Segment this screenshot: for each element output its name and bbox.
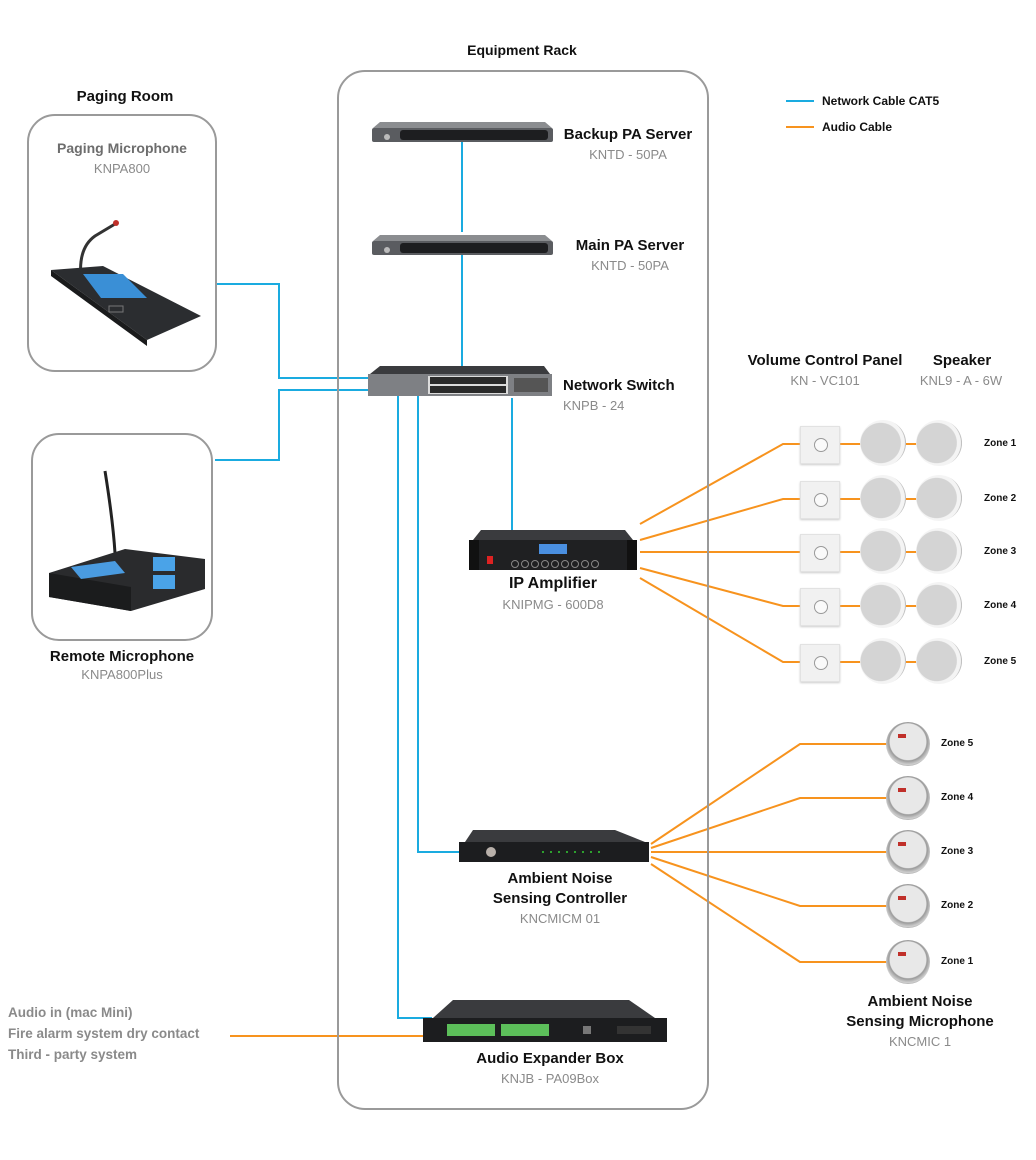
volume-control-panel-model: KN - VC101 [790,373,860,388]
equipment-rack-title: Equipment Rack [467,42,577,58]
speaker-image[interactable] [860,582,906,628]
audio-cable-mic-zone2 [650,856,887,907]
audio-cable-mic-zone4 [650,797,887,849]
noise-microphone-name-line2: Sensing Microphone [846,1013,994,1030]
zone-label: Zone 3 [984,546,1017,557]
ambient-noise-microphone-image[interactable] [886,940,930,984]
network-switch-model: KNPB - 24 [563,398,625,413]
paging-microphone-model: KNPA800 [93,161,151,176]
network-line-swatch [786,99,814,102]
main-pa-server-image[interactable] [370,229,555,257]
volume-control-panel-image[interactable] [800,534,840,572]
speaker-title: Speaker [932,352,992,369]
speaker-model: KNL9 - A - 6W [919,373,1003,388]
main-pa-server-name: Main PA Server [575,237,685,254]
backup-pa-server-name: Backup PA Server [563,126,693,143]
speaker-image[interactable] [860,528,906,574]
audio-cable-zone1 [639,443,800,525]
equipment-rack-frame [337,70,709,1110]
remote-microphone-card[interactable] [31,433,213,641]
main-pa-server-model: KNTD - 50PA [591,258,669,273]
paging-room-title: Paging Room [76,88,174,105]
audio-cable-zone2 [639,498,800,541]
ambient-noise-controller-name-line2: Sensing Controller [492,890,628,907]
network-switch-name: Network Switch [563,377,675,394]
ip-amplifier-model: KNIPMG - 600D8 [502,597,604,612]
speaker-image[interactable] [916,528,962,574]
volume-control-panel-title: Volume Control Panel [747,352,903,369]
audio-cable-zone5 [639,577,800,663]
ambient-noise-microphone-image[interactable] [886,722,930,766]
network-cable-switch-to-noise-controller [417,396,460,853]
zone-label: Zone 3 [941,846,974,857]
speaker-image[interactable] [860,420,906,466]
noise-microphone-model: KNCMIC 1 [888,1034,952,1049]
legend-label: Network Cable CAT5 [822,93,940,108]
legend-label: Audio Cable [822,119,893,134]
audio-expander-box-name: Audio Expander Box [476,1050,624,1067]
zone-label: Zone 1 [984,438,1017,449]
audio-expander-box-image[interactable] [419,998,671,1046]
volume-control-panel-image[interactable] [800,426,840,464]
audio-line-swatch [786,125,814,128]
zone-label: Zone 5 [984,656,1017,667]
volume-control-panel-image[interactable] [800,481,840,519]
paging-microphone-image [51,220,201,346]
ambient-noise-controller-model: KNCMICM 01 [519,911,601,926]
ambient-noise-controller-name-line1: Ambient Noise [507,870,613,887]
ambient-noise-controller-image[interactable] [455,828,655,866]
ambient-noise-microphone-image[interactable] [886,884,930,928]
speaker-image[interactable] [916,420,962,466]
zone-label: Zone 2 [941,900,974,911]
zone-label: Zone 4 [984,600,1017,611]
backup-pa-server-image[interactable] [370,116,555,144]
speaker-image[interactable] [860,475,906,521]
remote-microphone-model: KNPA800Plus [81,667,163,682]
speaker-image[interactable] [860,638,906,684]
backup-pa-server-model: KNTD - 50PA [589,147,667,162]
speaker-image[interactable] [916,582,962,628]
ambient-noise-microphone-image[interactable] [886,776,930,820]
paging-microphone-name: Paging Microphone [57,140,187,156]
zone-label: Zone 5 [941,738,974,749]
speaker-image[interactable] [916,638,962,684]
audio-cable-mic-zone1 [650,863,887,963]
remote-microphone-image [49,470,205,611]
zone-label: Zone 2 [984,493,1017,504]
audio-expander-box-model: KNJB - PA09Box [500,1071,600,1086]
ip-amplifier-image[interactable] [467,528,639,572]
network-cable-switch-to-expander [397,396,432,1019]
zone-label: Zone 4 [941,792,974,803]
network-cable-paging-mic-to-switch [216,283,370,379]
legend-item-audio: Audio Cable [786,118,939,135]
legend-item-network: Network Cable CAT5 [786,92,939,109]
external-input-item: Fire alarm system dry contact [8,1026,200,1041]
noise-microphone-name-line1: Ambient Noise [867,993,973,1010]
network-cable-remote-mic-to-switch [215,389,370,461]
legend: Network Cable CAT5 Audio Cable [786,92,939,135]
ip-amplifier-name: IP Amplifier [508,575,598,592]
volume-control-panel-image[interactable] [800,588,840,626]
network-switch-image[interactable] [366,364,556,398]
volume-control-panel-image[interactable] [800,644,840,682]
paging-microphone-card[interactable]: Paging Microphone KNPA800 [27,114,217,372]
audio-cable-zone4 [639,567,800,607]
external-inputs: Audio in (mac Mini) Fire alarm system dr… [8,1002,199,1065]
speaker-image[interactable] [916,475,962,521]
zone-label: Zone 1 [941,956,974,967]
audio-cable-mic-zone5 [650,743,887,845]
external-input-item: Third - party system [8,1047,138,1062]
ambient-noise-microphone-image[interactable] [886,830,930,874]
remote-microphone-name: Remote Microphone [49,648,195,665]
external-input-item: Audio in (mac Mini) [8,1005,133,1020]
